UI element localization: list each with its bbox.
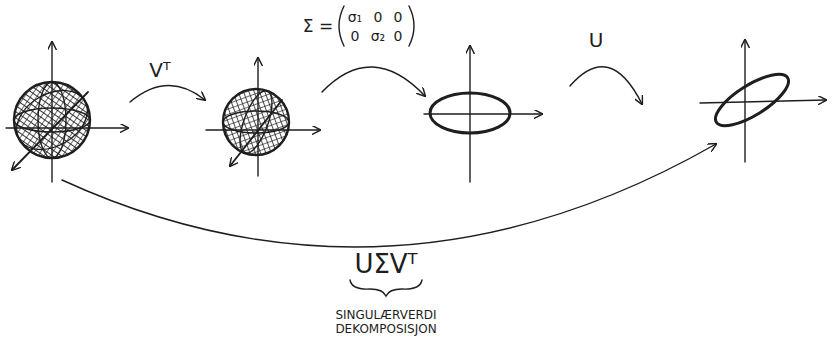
matrix-cell: σ₁: [348, 9, 363, 25]
unit-sphere: [6, 42, 128, 182]
matrix-cell: 0: [374, 9, 383, 25]
scaled-ellipse: [424, 46, 542, 182]
matrix-cell: 0: [394, 28, 403, 44]
matrix-cell: 0: [351, 28, 360, 44]
matrix-bracket: [409, 6, 414, 46]
composite-arrow: [62, 144, 716, 247]
transform-arrow: [130, 85, 205, 102]
product-formula: UΣVᵀ: [354, 250, 417, 280]
matrix-label: Vᵀ: [149, 59, 170, 82]
matrix-label: Σ =: [303, 17, 333, 37]
matrix-bracket: [339, 6, 344, 46]
caption-note: SINGULÆRVERDI DEKOMPOSISJON: [335, 309, 436, 337]
matrix-cell: σ₂: [371, 28, 386, 44]
transform-arrow: [322, 67, 425, 96]
transform-arrow: [570, 67, 642, 104]
underbrace: [350, 280, 422, 296]
matrix-label: U: [589, 29, 604, 52]
matrix-cell: 0: [394, 9, 403, 25]
rotated-ellipse: [700, 40, 826, 162]
rotated-sphere: [206, 58, 320, 176]
